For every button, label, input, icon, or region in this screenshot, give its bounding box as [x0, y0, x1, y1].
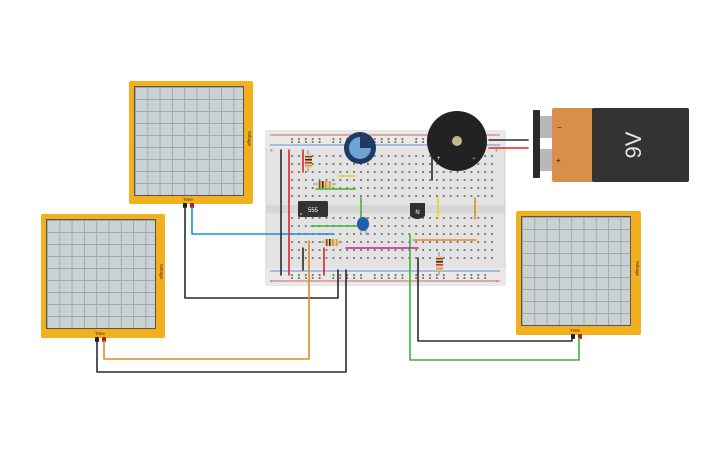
- wire-black[interactable]: [184, 206, 339, 299]
- wire-green[interactable]: [409, 234, 580, 361]
- ceramic-capacitor[interactable]: [357, 217, 369, 235]
- buzzer-plus-label: +: [437, 156, 441, 162]
- resistor-4[interactable]: [436, 252, 443, 275]
- battery-minus-label: −: [557, 123, 562, 132]
- oscilloscope-time-label: Time: [570, 328, 580, 333]
- breadboard-holes: [291, 138, 493, 279]
- wires: [96, 139, 580, 373]
- battery-9v[interactable]: − + 9V: [533, 108, 689, 182]
- oscilloscope-screen: [134, 86, 244, 196]
- probe-black-terminal[interactable]: [571, 334, 575, 339]
- wire-blue[interactable]: [191, 206, 334, 235]
- oscilloscope-screen: [521, 216, 631, 326]
- oscilloscope-time-label: Time: [183, 197, 193, 202]
- probe-red-terminal[interactable]: [190, 203, 194, 208]
- oscilloscope-voltage-label: Voltage: [635, 261, 640, 277]
- npn-transistor[interactable]: N: [410, 203, 425, 219]
- oscilloscope-time-label: Time: [95, 331, 105, 336]
- buzzer-minus-label: −: [472, 156, 476, 162]
- oscilloscope-screen: [46, 219, 156, 329]
- rail-plus-label: +: [495, 279, 498, 285]
- wire-orange[interactable]: [103, 240, 310, 360]
- rail-plus-label: +: [495, 148, 498, 154]
- probe-black-terminal[interactable]: [95, 337, 99, 342]
- oscilloscope-voltage-label: Voltage: [247, 131, 252, 147]
- probe-red-terminal[interactable]: [578, 334, 582, 339]
- probe-black-terminal[interactable]: [183, 203, 187, 208]
- transistor-label: N: [415, 210, 419, 216]
- wire-black[interactable]: [96, 269, 347, 373]
- rail-plus-label: +: [270, 148, 273, 154]
- battery-plus-label: +: [556, 156, 561, 165]
- electrolytic-capacitor[interactable]: [344, 132, 376, 164]
- probe-red-terminal[interactable]: [102, 337, 106, 342]
- resistor-2[interactable]: [313, 181, 336, 188]
- wire-black[interactable]: [417, 257, 573, 342]
- resistor-1[interactable]: [305, 150, 312, 172]
- oscilloscope-3[interactable]: Voltage Time: [516, 211, 641, 335]
- piezo-buzzer[interactable]: + −: [427, 111, 487, 171]
- resistor-3[interactable]: [320, 239, 342, 246]
- ic-555[interactable]: 555: [298, 201, 328, 217]
- rail-plus-label: +: [270, 279, 273, 285]
- oscilloscope-voltage-label: Voltage: [159, 264, 164, 280]
- oscilloscope-2[interactable]: Voltage Time: [41, 214, 165, 338]
- ic-label: 555: [308, 208, 319, 214]
- battery-label: 9V: [621, 131, 646, 158]
- oscilloscope-1[interactable]: Voltage Time: [129, 81, 253, 204]
